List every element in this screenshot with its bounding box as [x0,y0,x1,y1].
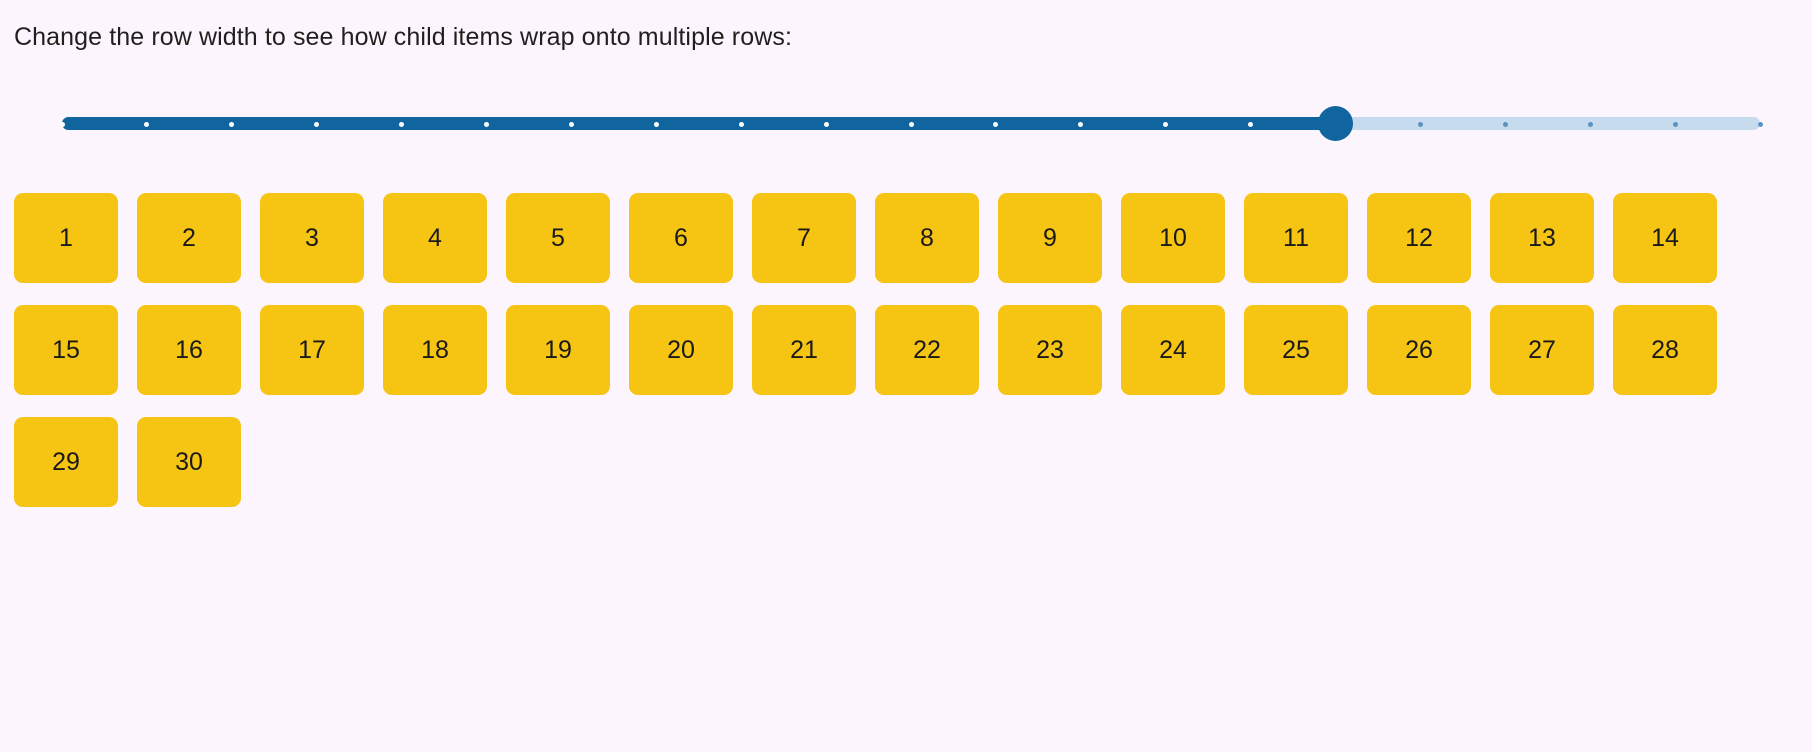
slider-thumb[interactable] [1318,106,1353,141]
grid-tile: 20 [629,305,733,395]
grid-tile: 17 [260,305,364,395]
grid-tile: 4 [383,193,487,283]
grid-tile: 28 [1613,305,1717,395]
grid-tile: 22 [875,305,979,395]
grid-tile: 6 [629,193,733,283]
grid-tile: 24 [1121,305,1225,395]
grid-tile: 16 [137,305,241,395]
grid-tile: 2 [137,193,241,283]
grid-tile: 10 [1121,193,1225,283]
grid-tile: 14 [1613,193,1717,283]
grid-tile: 26 [1367,305,1471,395]
row-width-slider[interactable] [59,104,1763,144]
page-instruction: Change the row width to see how child it… [14,23,793,51]
grid-tile: 1 [14,193,118,283]
grid-tile: 11 [1244,193,1348,283]
grid-tile: 13 [1490,193,1594,283]
grid-tile: 19 [506,305,610,395]
grid-tile: 5 [506,193,610,283]
grid-tile: 30 [137,417,241,507]
grid-tile: 27 [1490,305,1594,395]
grid-tile: 21 [752,305,856,395]
grid-tile: 7 [752,193,856,283]
grid-tile: 29 [14,417,118,507]
grid-tile: 15 [14,305,118,395]
grid-tile: 8 [875,193,979,283]
grid-tile: 12 [1367,193,1471,283]
grid-tile: 3 [260,193,364,283]
slider-filled-track [62,117,1336,130]
grid-tile: 25 [1244,305,1348,395]
grid-tile: 23 [998,305,1102,395]
grid-tile: 18 [383,305,487,395]
grid-tile: 9 [998,193,1102,283]
